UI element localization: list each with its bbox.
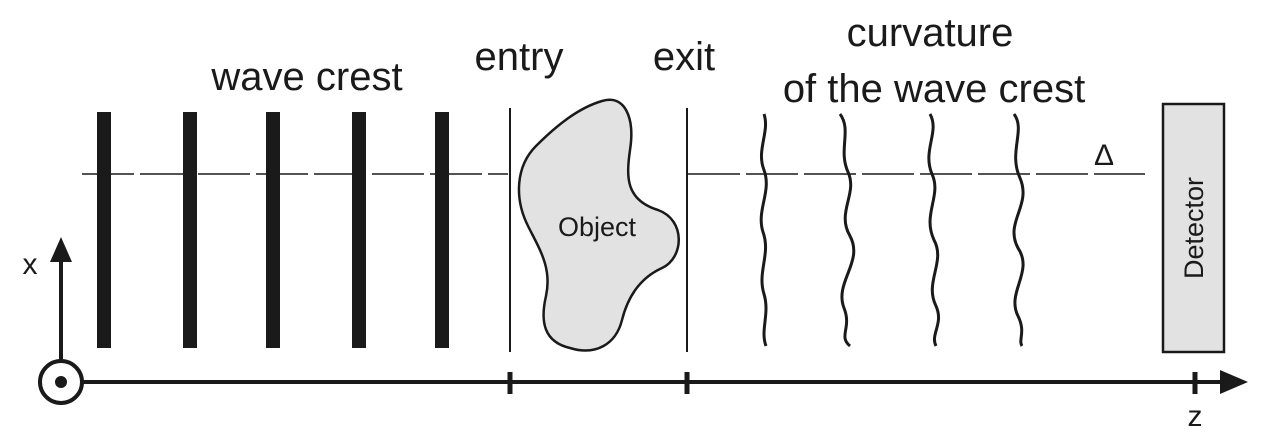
- x-axis-arrowhead: [50, 237, 72, 262]
- wave-crest-bar: [97, 112, 111, 348]
- curvature-label-line2: of the wave crest: [783, 67, 1085, 111]
- z-axis-arrowhead: [1220, 370, 1248, 394]
- curved-crest: [927, 113, 941, 347]
- wave-crest-bar: [183, 112, 197, 348]
- curved-crest: [838, 113, 856, 348]
- delta-label: Δ: [1094, 139, 1114, 172]
- incoming-wave-crests: [97, 112, 449, 348]
- detector-label: Detector: [1179, 177, 1209, 279]
- curved-crest: [759, 113, 768, 347]
- exit-label: exit: [653, 35, 715, 79]
- curved-wave-crests: [759, 113, 1025, 348]
- object-label: Object: [558, 212, 637, 242]
- x-axis-label: x: [23, 248, 38, 281]
- z-axis-label: z: [1188, 400, 1203, 433]
- origin-dot-icon: [55, 376, 67, 388]
- entry-label: entry: [475, 35, 564, 79]
- wave-crest-bar: [352, 112, 366, 348]
- wave-crest-label: wave crest: [210, 55, 402, 99]
- curved-crest: [1012, 113, 1025, 347]
- object-shape: [517, 98, 680, 352]
- wave-crest-bar: [435, 112, 449, 348]
- wave-crest-bar: [266, 112, 280, 348]
- detector-box: [1161, 102, 1226, 354]
- curvature-label-line1: curvature: [847, 11, 1014, 55]
